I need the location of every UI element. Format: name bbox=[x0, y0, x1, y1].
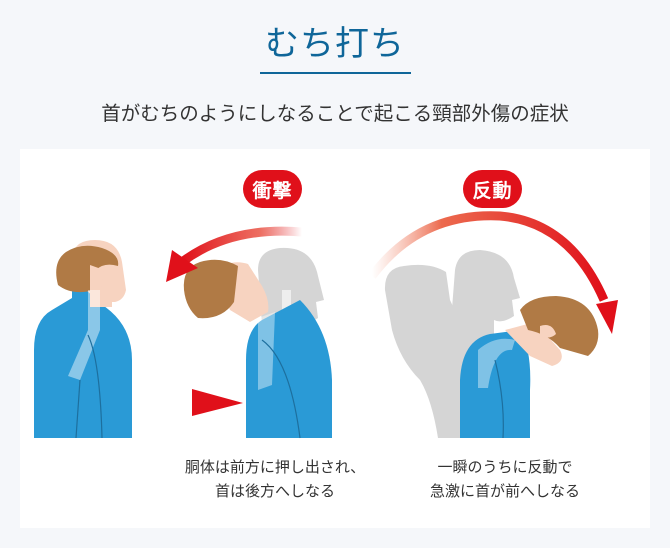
impact-caption-line1: 胴体は前方に押し出され、 bbox=[184, 458, 366, 476]
title-underline bbox=[260, 72, 411, 74]
person-upright-figure bbox=[34, 240, 132, 439]
curved-arrow-forward-icon bbox=[368, 211, 618, 334]
page-title: むち打ち bbox=[265, 24, 405, 64]
person-head-back-figure bbox=[183, 259, 332, 439]
curved-arrow-back-icon bbox=[166, 226, 303, 282]
rebound-caption-line1: 一瞬のうちに反動で bbox=[437, 458, 573, 476]
impact-caption-line2: 首は後方へしなる bbox=[214, 482, 335, 500]
rebound-caption: 一瞬のうちに反動で 急激に首が前へしなる bbox=[400, 455, 610, 503]
push-forward-arrow-icon bbox=[192, 389, 243, 416]
rebound-caption-line2: 急激に首が前へしなる bbox=[429, 482, 580, 500]
impact-caption: 胴体は前方に押し出され、 首は後方へしなる bbox=[160, 455, 390, 503]
rebound-badge: 反動 bbox=[463, 170, 522, 208]
impact-badge: 衝撃 bbox=[243, 170, 302, 208]
page-subtitle: 首がむちのようにしなることで起こる頸部外傷の症状 bbox=[101, 102, 569, 125]
person-head-forward-figure bbox=[460, 296, 599, 439]
